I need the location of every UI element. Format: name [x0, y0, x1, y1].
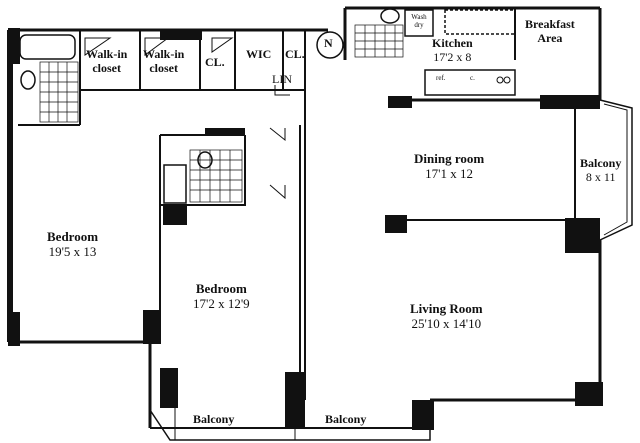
compass-circle — [316, 31, 344, 59]
toilet-1 — [20, 70, 36, 90]
label-balcony-lower-left: Balcony — [193, 412, 235, 426]
label-balcony-lower-mid: Balcony — [325, 412, 367, 426]
bathtub — [19, 34, 76, 60]
shower-2 — [163, 164, 187, 204]
door-swings — [84, 37, 290, 200]
balcony-right-outline — [599, 99, 633, 241]
columns — [8, 28, 603, 430]
toilet-2 — [197, 151, 213, 169]
washer-dryer-box — [404, 9, 434, 37]
balcony-lower-outline — [149, 409, 431, 441]
wall-bed2-bath — [160, 135, 246, 206]
label-closet-2: CL. — [285, 47, 305, 61]
appliance-refrigerator: ref. — [436, 74, 446, 82]
compass-label: N — [324, 36, 333, 50]
appliance-cabinet: c. — [470, 74, 475, 82]
label-wic: WIC — [246, 47, 272, 61]
kitchen-counter-bottom — [424, 69, 516, 96]
label-closet-1: CL. — [205, 55, 225, 69]
label-linen: LIN — [272, 72, 292, 86]
stove-burner-2 — [503, 76, 511, 84]
appliance-washer-dryer: Wash dry — [411, 13, 427, 30]
balcony-right-outline-inner — [603, 103, 628, 236]
kitchen-tile-grid — [354, 24, 404, 58]
kitchen-counter-top — [444, 9, 516, 35]
stove-burner — [496, 76, 504, 84]
kitchen-sink — [380, 8, 400, 24]
bath-tile-grid-1 — [39, 61, 79, 123]
bath-tile-grid-2 — [189, 149, 243, 203]
